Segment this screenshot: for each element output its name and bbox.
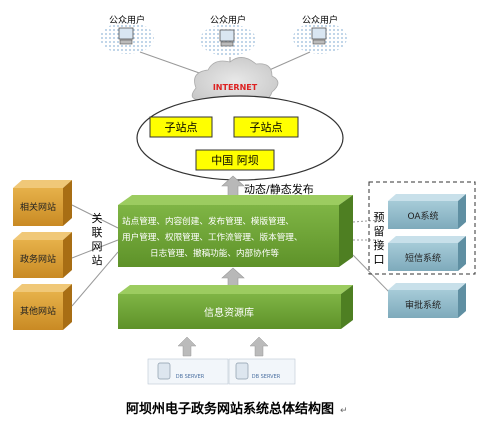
return-mark-icon: ↵ (340, 406, 348, 416)
svg-text:联: 联 (92, 226, 103, 239)
connector-line (352, 219, 381, 223)
subsite-box-1 (149, 116, 213, 138)
publish-label: 动态/静态发布 (244, 182, 314, 196)
left-site-3: 其他网站 (13, 284, 72, 330)
reserved-interface-label: 预 留 接 口 (374, 211, 385, 266)
public-user-2: 公众用户 (200, 14, 256, 56)
connector-line (71, 251, 119, 307)
svg-text:口: 口 (374, 253, 385, 266)
monitor-icon (219, 29, 235, 42)
core-function-line-2: 用户管理、权限管理、工作流管理、版本管理、 (122, 231, 302, 243)
svg-text:网: 网 (92, 240, 103, 253)
public-user-1: 公众用户 (100, 14, 154, 54)
left-site-label: 其他网站 (20, 305, 56, 317)
monitor-icon (118, 27, 134, 40)
monitor-icon (311, 27, 327, 40)
diagram-caption: 阿坝州电子政务网站系统总体结构图 (126, 401, 334, 417)
up-arrow-icon (249, 336, 269, 357)
svg-text:关: 关 (92, 211, 103, 225)
right-system-2: 短信系统 (388, 236, 466, 271)
reserved-systems-frame (368, 181, 476, 275)
info-resource-db-block: 信息资源库 (118, 285, 353, 329)
connector-line (352, 254, 393, 296)
connector-line (139, 51, 206, 76)
server-icon (157, 362, 171, 380)
left-site-1: 相关网站 (13, 180, 72, 226)
connector-line (71, 204, 119, 229)
server-icon (235, 362, 249, 380)
svg-text:站: 站 (92, 253, 103, 267)
core-management-block: 站点管理、内容创建、发布管理、模版管理、 用户管理、权限管理、工作流管理、版本管… (118, 195, 353, 267)
left-site-2: 政务网站 (13, 232, 72, 278)
public-user-3: 公众用户 (293, 14, 347, 54)
db-server-1: DB SERVER (147, 358, 229, 385)
publish-arrow-icon (221, 175, 245, 197)
server-label: DB SERVER (252, 374, 281, 380)
left-site-label: 相关网站 (20, 201, 56, 213)
subsite-label: 子站点 (250, 120, 283, 134)
core-function-line-3: 日志管理、撤稿功能、内部协作等 (150, 247, 279, 259)
connector-line (71, 239, 119, 259)
right-system-label: 审批系统 (405, 299, 441, 311)
info-db-label: 信息资源库 (204, 306, 254, 319)
subsite-box-2 (233, 116, 299, 138)
subsite-label: 子站点 (165, 120, 198, 134)
public-user-label: 公众用户 (302, 14, 338, 26)
left-site-label: 政务网站 (20, 253, 56, 265)
china-aba-box (195, 149, 275, 171)
public-user-label: 公众用户 (210, 14, 246, 26)
svg-text:留: 留 (374, 225, 385, 238)
right-system-3: 审批系统 (388, 283, 466, 318)
core-function-line-1: 站点管理、内容创建、发布管理、模版管理、 (122, 215, 294, 227)
svg-text:接: 接 (374, 239, 385, 252)
right-system-label: OA系统 (407, 210, 438, 222)
db-server-2: DB SERVER (228, 358, 296, 385)
svg-text:预: 预 (374, 211, 385, 224)
china-aba-label: 中国 阿坝 (211, 153, 259, 167)
internet-label: INTERNET (213, 83, 258, 92)
right-system-1: OA系统 (388, 194, 466, 229)
server-label: DB SERVER (176, 374, 205, 380)
up-arrow-icon (177, 336, 197, 357)
right-system-label: 短信系统 (405, 252, 441, 264)
related-sites-label: 关 联 网 站 (92, 211, 103, 267)
public-user-label: 公众用户 (109, 14, 145, 26)
